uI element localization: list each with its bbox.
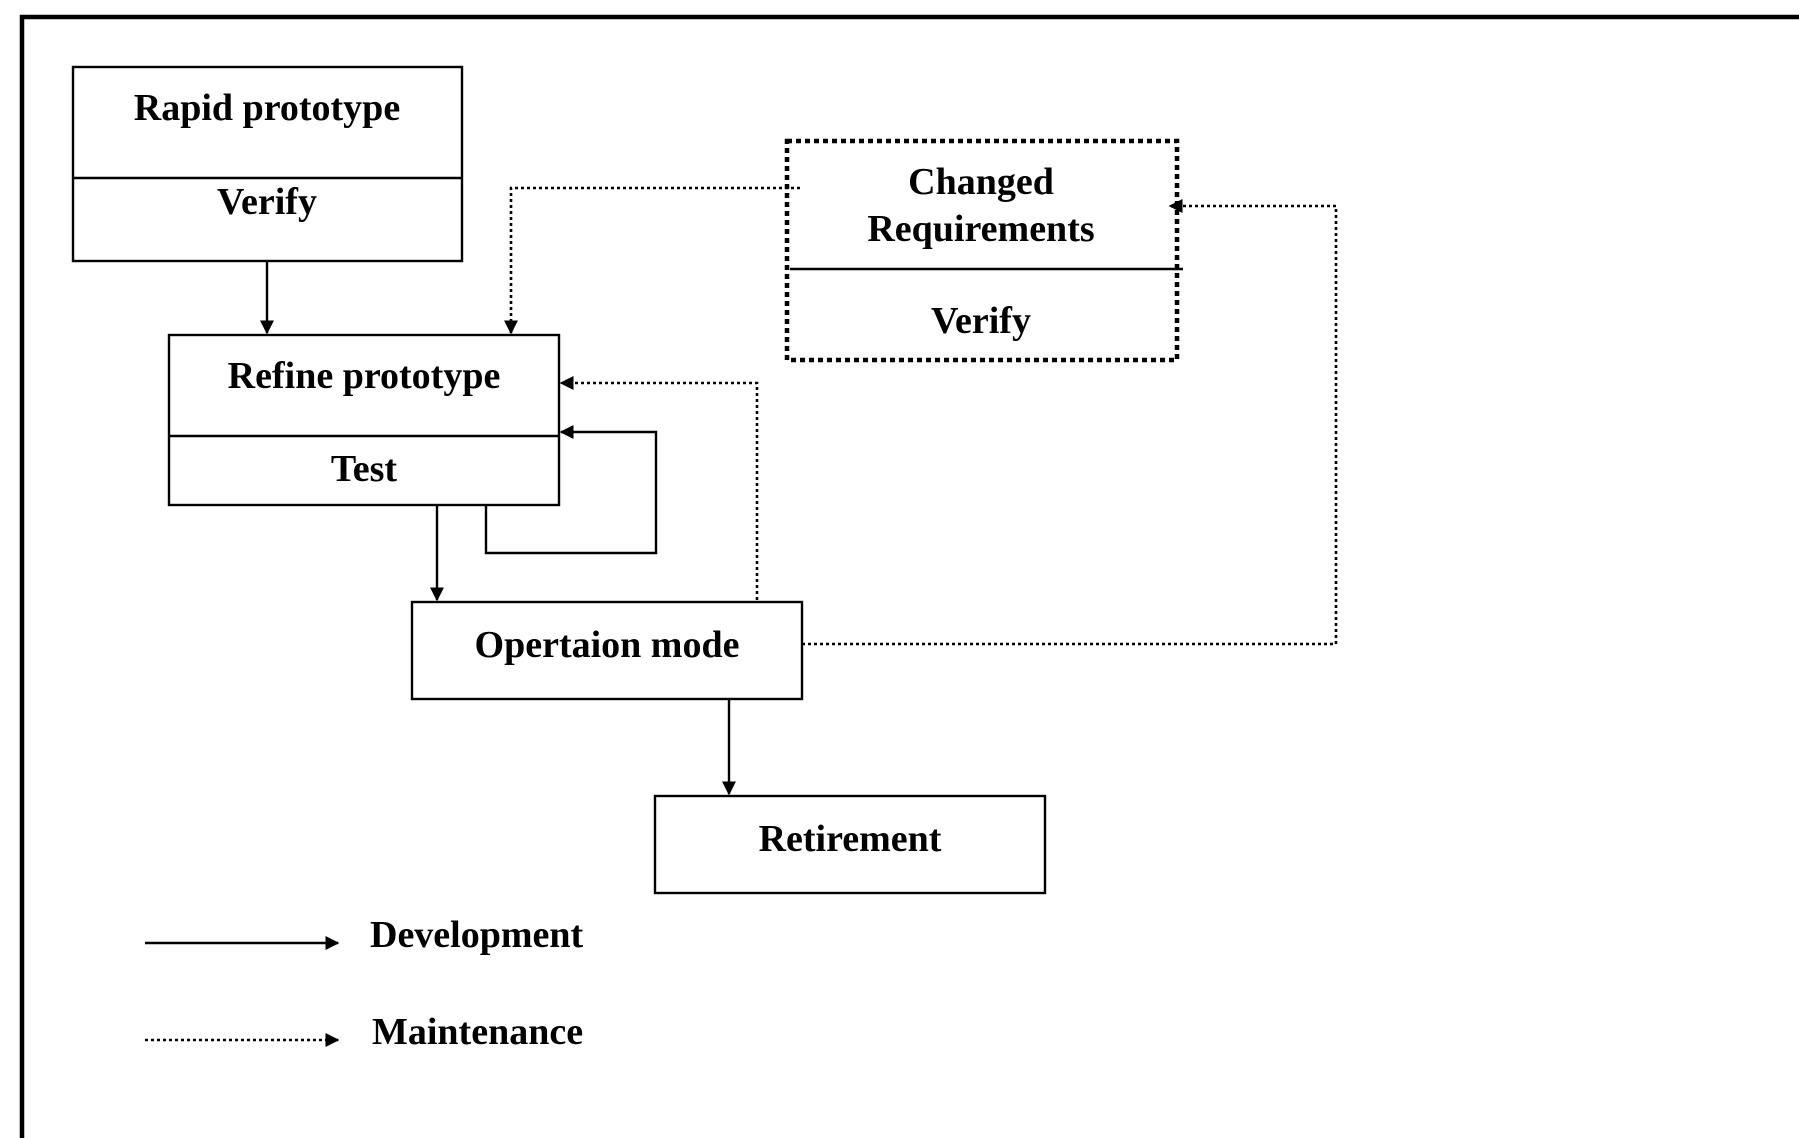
changed-requirements-verify: Verify	[931, 300, 1031, 342]
rapid-prototype-title: Rapid prototype	[134, 87, 400, 129]
refine-prototype-title: Refine prototype	[228, 355, 501, 397]
operation-mode-title: Opertaion mode	[475, 624, 740, 666]
outer-frame	[19, 14, 1799, 1138]
refine-prototype-box: Refine prototype Test	[167, 333, 561, 507]
operation-mode-box: Opertaion mode	[410, 600, 804, 701]
changed-requirements-title-2: Requirements	[867, 208, 1094, 250]
arrow-operation-to-refine	[559, 376, 759, 600]
refine-prototype-test: Test	[331, 448, 398, 490]
arrow-operation-to-changed-req	[802, 199, 1338, 646]
legend: Development Maintenance	[145, 914, 584, 1053]
rapid-prototype-box: Rapid prototype Verify	[71, 65, 464, 263]
arrow-test-loop	[484, 425, 658, 555]
changed-requirements-title-1: Changed	[908, 161, 1054, 203]
arrow-changed-req-to-refine	[504, 186, 800, 335]
legend-maintenance-label: Maintenance	[372, 1011, 583, 1053]
retirement-title: Retirement	[759, 818, 942, 860]
retirement-box: Retirement	[653, 794, 1047, 895]
changed-requirements-box: Changed Requirements Verify	[784, 138, 1183, 363]
rapid-prototype-verify: Verify	[217, 181, 317, 223]
legend-development-label: Development	[370, 914, 584, 956]
